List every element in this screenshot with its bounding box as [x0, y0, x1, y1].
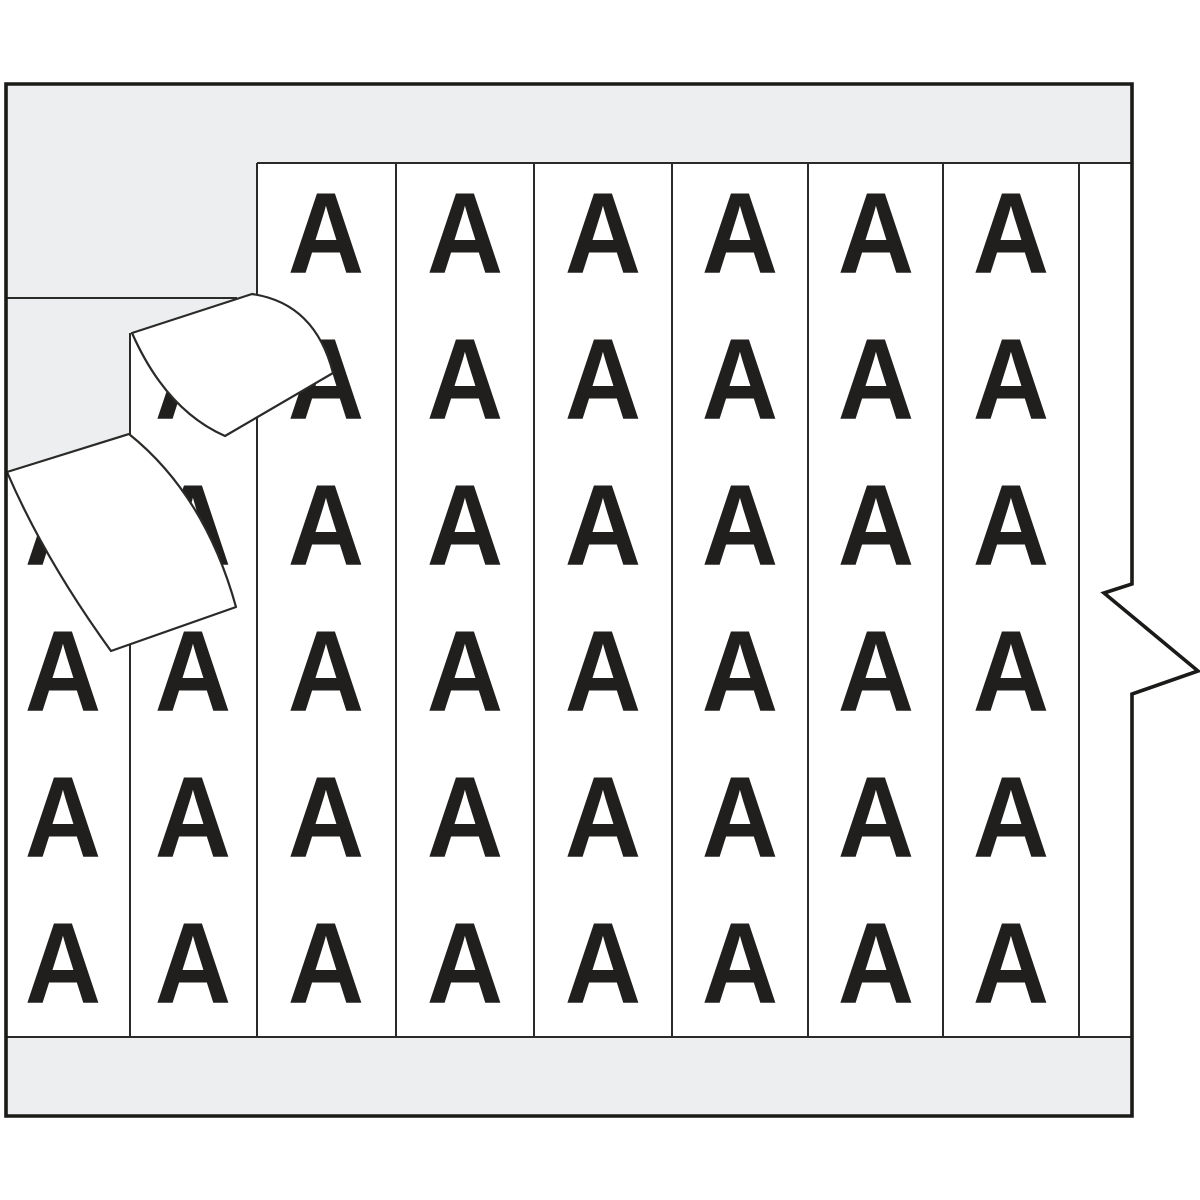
- wire-marker-letter: A: [25, 900, 101, 1028]
- wire-marker-letter: A: [288, 170, 364, 298]
- wire-marker-letter: A: [427, 316, 503, 444]
- card-outline: [4, 82, 1200, 1118]
- wire-marker-letter: A: [838, 462, 914, 590]
- wire-marker-letter: A: [702, 170, 778, 298]
- wire-marker-letter: A: [973, 608, 1049, 736]
- wire-marker-letter: A: [25, 754, 101, 882]
- liner-exposed-area: [6, 163, 257, 472]
- wire-marker-letter: A: [838, 170, 914, 298]
- wire-marker-letter: A: [565, 608, 641, 736]
- wire-marker-letter: A: [973, 754, 1049, 882]
- wire-marker-letter: A: [565, 170, 641, 298]
- wire-marker-letter: A: [427, 462, 503, 590]
- strip-grid-lines: [6, 162, 1132, 1038]
- wire-marker-letter: A: [973, 462, 1049, 590]
- wire-marker-letter: A: [155, 754, 231, 882]
- wire-marker-letter: A: [702, 608, 778, 736]
- wire-marker-letter: A: [288, 608, 364, 736]
- wire-marker-letter: A: [565, 462, 641, 590]
- wire-marker-letter: A: [702, 754, 778, 882]
- wire-marker-letter: A: [427, 170, 503, 298]
- wire-marker-letter: A: [288, 900, 364, 1028]
- wire-marker-letter: A: [838, 316, 914, 444]
- wire-marker-letter: A: [702, 900, 778, 1028]
- wire-marker-letter: A: [155, 900, 231, 1028]
- wire-marker-letter: A: [25, 608, 101, 736]
- wire-marker-letter: A: [288, 462, 364, 590]
- peeled-label-top: [130, 292, 335, 438]
- wire-marker-letter: A: [565, 316, 641, 444]
- peeled-labels: [5, 292, 335, 653]
- wire-marker-letter: A: [973, 900, 1049, 1028]
- wire-marker-letter: A: [838, 754, 914, 882]
- wire-marker-letter: A: [565, 900, 641, 1028]
- wire-marker-letter: A: [973, 170, 1049, 298]
- wire-marker-letter: A: [702, 316, 778, 444]
- wire-marker-letter: A: [427, 754, 503, 882]
- peeled-label-bottom: [5, 432, 238, 653]
- wire-marker-letter: A: [565, 754, 641, 882]
- wire-marker-letter: A: [702, 462, 778, 590]
- wire-marker-letter: A: [838, 608, 914, 736]
- wire-marker-letter: A: [838, 900, 914, 1028]
- wire-marker-letter: A: [973, 316, 1049, 444]
- wire-marker-letter: A: [427, 608, 503, 736]
- wire-marker-letter: A: [427, 900, 503, 1028]
- wire-marker-letter: A: [288, 754, 364, 882]
